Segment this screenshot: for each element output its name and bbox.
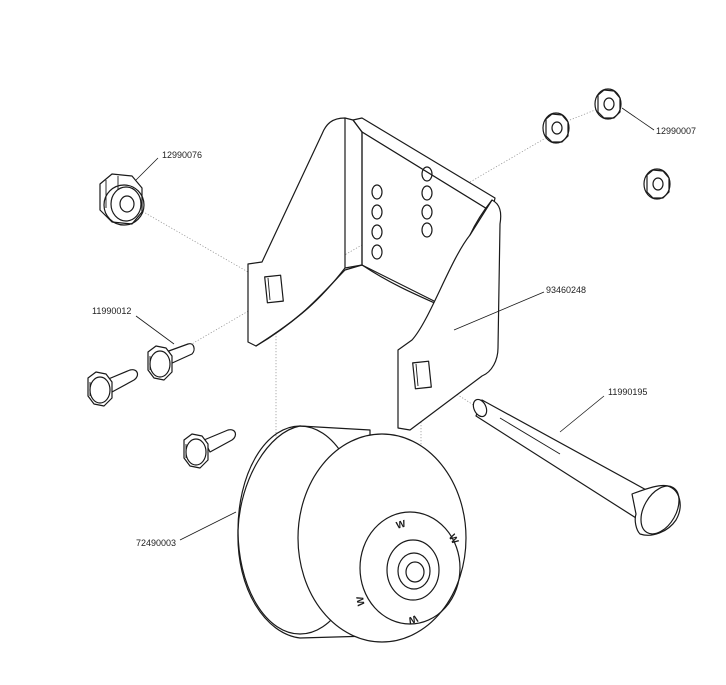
- label-bracket: 93460248: [546, 285, 586, 295]
- leader-lines: [135, 107, 655, 541]
- label-nut-left: 12990076: [162, 150, 202, 160]
- hex-bolt-upper: [147, 343, 195, 381]
- hex-bolt-lower: [183, 429, 237, 469]
- flange-nut-right-middle: [542, 112, 570, 144]
- hex-bolt-middle: [87, 369, 139, 407]
- label-nut-right: 12990007: [656, 126, 696, 136]
- label-bolt: 11990012: [92, 306, 131, 316]
- flange-nut-right-top: [594, 88, 622, 120]
- wheel-mark-top: W: [395, 519, 408, 532]
- wheel: W W W W: [237, 425, 467, 643]
- wheel-mark-bottom: W: [406, 612, 419, 626]
- label-wheel: 72490003: [136, 538, 176, 548]
- flange-nut-right-lower: [643, 168, 671, 200]
- flange-nut-left: [99, 173, 145, 226]
- bracket: [247, 117, 502, 431]
- wheel-mark-left: W: [355, 595, 368, 607]
- label-axle-bolt: 11990195: [608, 387, 647, 397]
- axle-bolt: [472, 398, 681, 536]
